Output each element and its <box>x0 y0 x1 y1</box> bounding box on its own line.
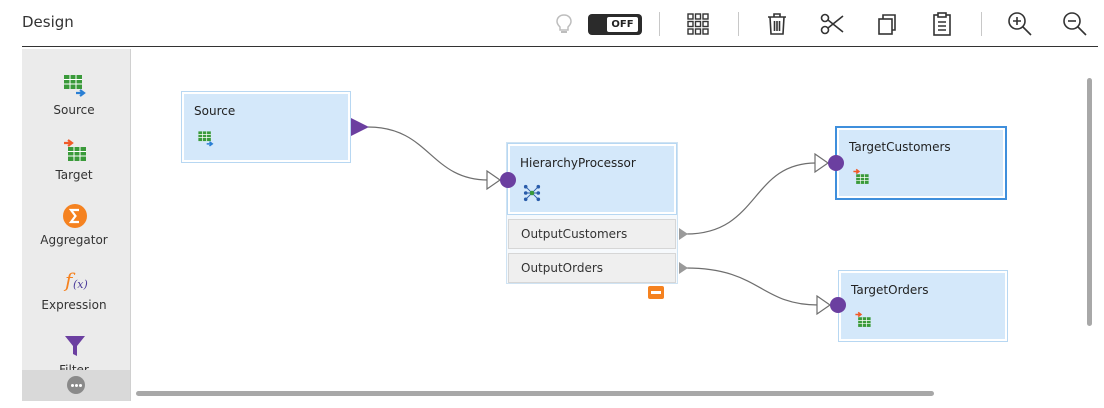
toolbar-separator <box>981 12 982 36</box>
canvas-vertical-scrollbar[interactable] <box>1087 78 1092 326</box>
hierarchy-input-port[interactable] <box>484 168 520 192</box>
hierarchy-processor-node[interactable]: HierarchyProcessor <box>508 144 676 214</box>
copy-icon <box>878 14 896 35</box>
link-orders-target <box>685 267 819 306</box>
target-orders-node[interactable]: TargetOrders <box>839 271 1007 341</box>
target-table-icon <box>855 311 871 327</box>
toolbar-separator <box>659 12 660 36</box>
palette-footer <box>22 370 130 401</box>
link-customers-target <box>685 162 817 235</box>
link-source-hierarchy <box>367 126 489 181</box>
trash-icon <box>768 13 786 35</box>
page-title: Design <box>22 13 74 31</box>
palette-item-label: Aggregator <box>40 233 108 247</box>
toolbar-separator <box>738 12 739 36</box>
node-name: TargetOrders <box>851 283 929 297</box>
output-customers-arrow[interactable] <box>678 227 690 241</box>
palette-item-label: Expression <box>41 298 107 312</box>
funnel-icon <box>65 336 85 356</box>
target-customers-node[interactable]: TargetCustomers <box>837 128 1005 198</box>
paste-button[interactable] <box>926 8 958 40</box>
delete-button[interactable] <box>761 8 793 40</box>
grid-icon <box>687 13 709 35</box>
source-table-icon <box>198 131 214 147</box>
hint-bulb-button[interactable] <box>548 8 580 40</box>
output-port-customers[interactable]: OutputCustomers <box>508 219 676 249</box>
node-name: Source <box>194 104 236 118</box>
clipboard-icon <box>933 12 951 36</box>
toggle-label: OFF <box>607 17 638 32</box>
zoom-out-icon <box>1063 12 1087 36</box>
toggle-knob <box>591 17 606 32</box>
cut-button[interactable] <box>816 8 848 40</box>
palette-item-label: Source <box>53 103 95 117</box>
zoom-out-button[interactable] <box>1059 8 1091 40</box>
target-customers-input-port[interactable] <box>812 151 848 175</box>
palette-item-aggregator[interactable]: Aggregator <box>22 203 126 263</box>
target-table-icon <box>853 168 869 184</box>
sigma-icon <box>63 204 87 228</box>
target-table-icon <box>64 139 86 161</box>
source-table-icon <box>64 75 86 97</box>
scissors-icon <box>820 13 844 35</box>
transformation-palette: Source Target Aggregator f (x) Expressio… <box>22 49 131 401</box>
zoom-in-icon <box>1008 12 1032 36</box>
arrange-grid-button[interactable] <box>682 8 714 40</box>
source-node[interactable]: Source <box>182 92 350 162</box>
lightbulb-icon <box>556 14 572 33</box>
header: Design OFF <box>0 0 1104 48</box>
source-output-port[interactable] <box>349 116 371 138</box>
output-port-label: OutputOrders <box>521 261 604 275</box>
copy-button[interactable] <box>871 8 903 40</box>
collapse-button[interactable] <box>648 286 664 299</box>
target-orders-input-port[interactable] <box>814 293 850 317</box>
canvas-horizontal-scrollbar[interactable] <box>136 391 934 396</box>
svg-text:(x): (x) <box>73 278 88 291</box>
more-options-button[interactable] <box>67 376 85 394</box>
output-orders-arrow[interactable] <box>678 261 690 275</box>
fx-icon: f (x) <box>63 268 88 292</box>
zoom-in-button[interactable] <box>1004 8 1036 40</box>
output-port-orders[interactable]: OutputOrders <box>508 253 676 283</box>
hierarchy-icon <box>523 184 541 202</box>
palette-item-label: Target <box>55 168 93 182</box>
palette-item-target[interactable]: Target <box>22 138 126 198</box>
palette-item-source[interactable]: Source <box>22 73 126 133</box>
node-name: HierarchyProcessor <box>520 156 636 170</box>
palette-item-expression[interactable]: f (x) Expression <box>22 268 126 328</box>
smart-toggle[interactable]: OFF <box>588 14 642 35</box>
output-port-label: OutputCustomers <box>521 227 628 241</box>
header-divider <box>22 46 1098 47</box>
node-name: TargetCustomers <box>849 140 951 154</box>
